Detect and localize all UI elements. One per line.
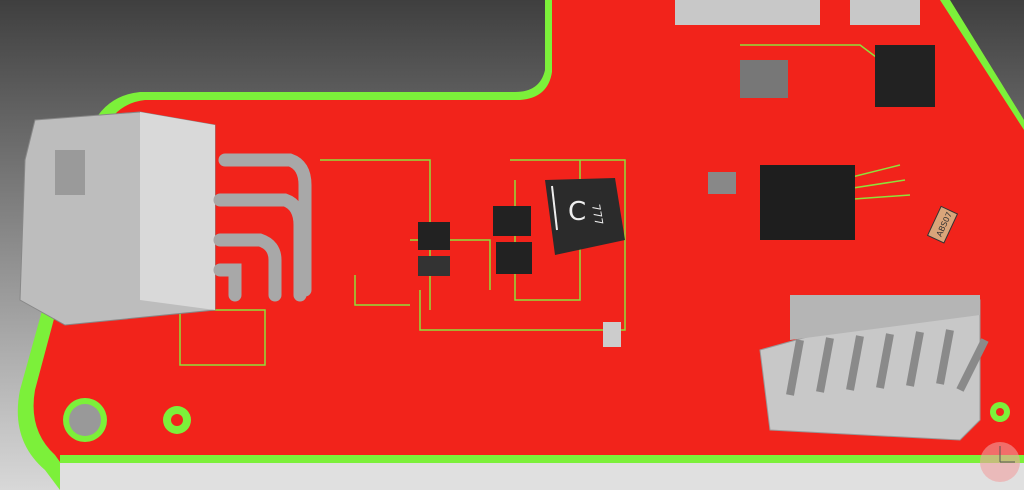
ic-1: [418, 222, 450, 250]
ic-soic-8: [740, 60, 788, 98]
ic-2: [493, 206, 531, 236]
crystal: ABS07: [926, 205, 959, 244]
sensor: [708, 172, 736, 194]
right-connector: [759, 295, 989, 441]
inductor: C 777: [545, 178, 625, 255]
capacitor: [603, 322, 621, 347]
board-side: [60, 462, 1024, 490]
top-connector-2: [850, 0, 920, 25]
inductor-marking-letter: C: [568, 197, 586, 227]
ic-soic-14: [875, 45, 935, 107]
axis-gizmo-icon[interactable]: [980, 442, 1020, 482]
top-connector-1: [675, 0, 820, 25]
inductor-marking-code: 777: [589, 203, 605, 226]
microcontroller: [760, 165, 855, 240]
board-edge-bottom: [60, 455, 1024, 463]
left-connector: [19, 111, 312, 326]
diode: [418, 256, 450, 276]
ic-3: [496, 242, 532, 274]
